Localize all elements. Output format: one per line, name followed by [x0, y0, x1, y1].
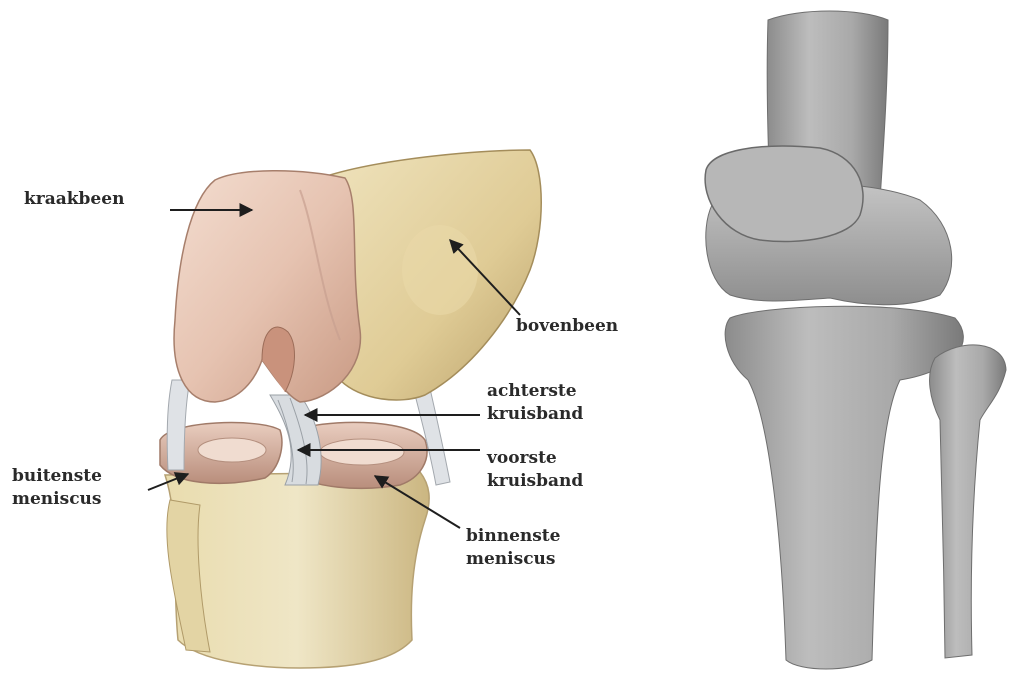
knee-3d-model: [705, 11, 1006, 669]
model-fibula: [930, 345, 1006, 658]
label-bovenbeen: bovenbeen: [516, 315, 618, 338]
model-tibia: [725, 306, 963, 669]
label-kraakbeen: kraakbeen: [24, 188, 124, 211]
label-achterste-line1: achterste: [487, 380, 583, 403]
label-achterste-kruisband: achterste kruisband: [487, 380, 583, 426]
label-buitenste-meniscus: buitenste meniscus: [12, 465, 102, 511]
label-binnenste-meniscus: binnenste meniscus: [466, 525, 560, 571]
label-voorste-line2: kruisband: [487, 470, 583, 493]
label-binnenste-line2: meniscus: [466, 548, 560, 571]
meniscus-outer-inner: [198, 438, 266, 462]
label-voorste-kruisband: voorste kruisband: [487, 447, 583, 493]
illustrated-knee: [160, 150, 541, 668]
model-patella: [705, 146, 863, 241]
label-binnenste-line1: binnenste: [466, 525, 560, 548]
label-achterste-line2: kruisband: [487, 403, 583, 426]
label-buitenste-line2: meniscus: [12, 488, 102, 511]
meniscus-inner-inner: [320, 439, 404, 465]
label-voorste-line1: voorste: [487, 447, 583, 470]
label-buitenste-line1: buitenste: [12, 465, 102, 488]
